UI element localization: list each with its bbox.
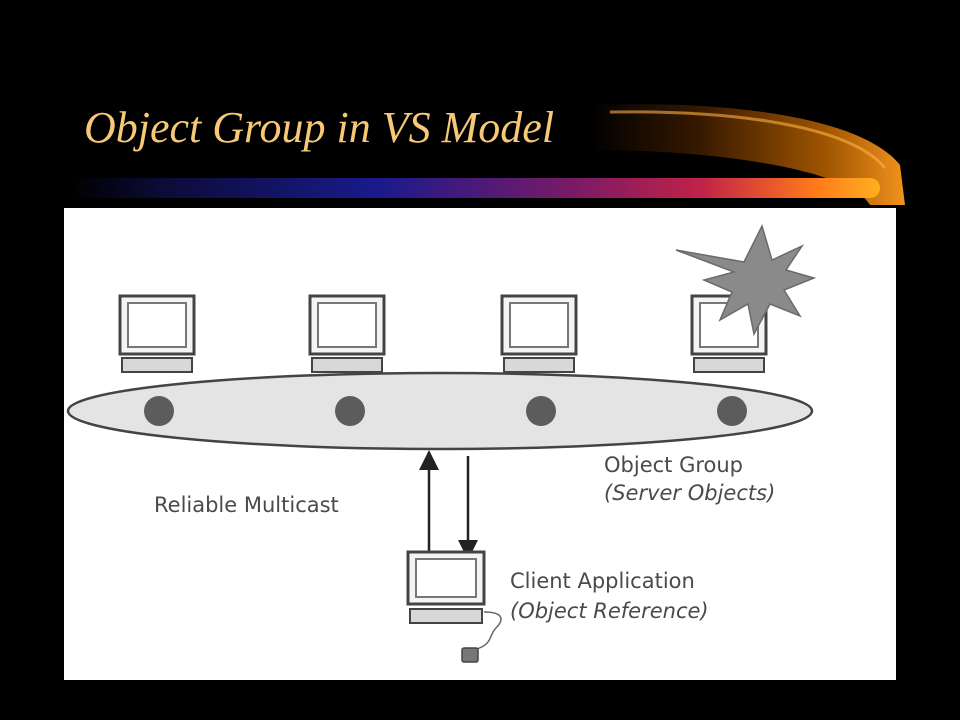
client-application-label: Client Application [510,569,695,593]
accent-bar [70,178,880,198]
client-application-subtitle: (Object Reference) [510,599,709,623]
object-group-ring [66,371,814,451]
keyboard-icon [121,357,193,373]
object-group-diagram: Object Group (Server Objects) Reliable M… [66,223,817,663]
client-computer [406,550,486,624]
server-object-4 [717,396,747,426]
object-group-label: Object Group [604,453,743,477]
server-computer-3 [500,294,578,373]
swoosh-arc-highlight [609,110,887,169]
server-computer-2 [308,294,386,373]
mouse-cable [473,611,502,651]
server-object-1 [144,396,174,426]
keyboard-icon [693,357,765,373]
slide-title: Object Group in VS Model [84,103,555,152]
server-object-3 [526,396,556,426]
diagram-panel: Object Group (Server Objects) Reliable M… [64,208,896,680]
keyboard-icon [503,357,575,373]
server-computer-1 [118,294,196,373]
swoosh-arc [590,104,905,205]
keyboard-icon [409,608,483,624]
reliable-multicast-label: Reliable Multicast [154,493,339,517]
mouse-icon [461,647,479,663]
object-group-subtitle: (Server Objects) [604,481,775,505]
crash-star-icon [675,223,817,337]
keyboard-icon [311,357,383,373]
server-object-2 [335,396,365,426]
